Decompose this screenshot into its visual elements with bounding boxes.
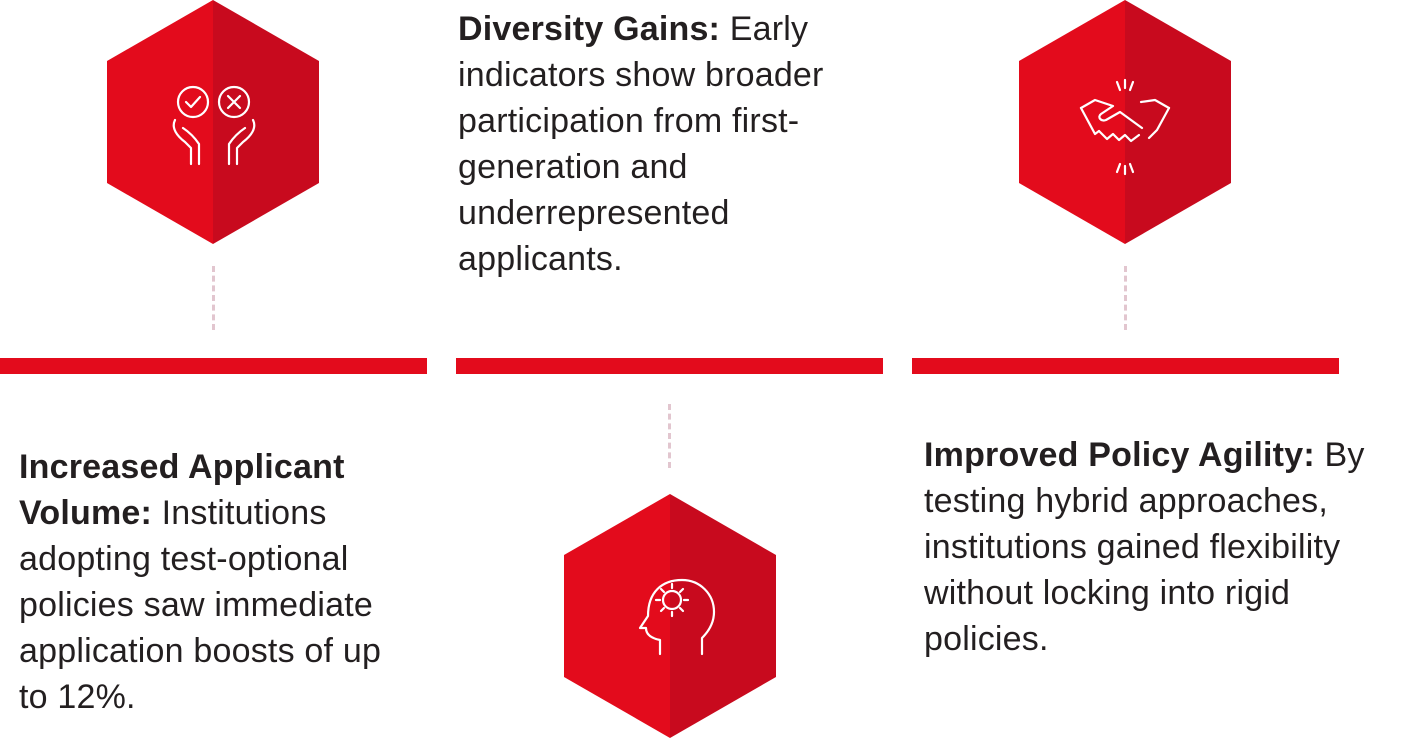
timeline-bar-2 (456, 358, 883, 374)
hands-check-cross-icon (172, 85, 256, 166)
heading-agility: Improved Policy Agility: (924, 436, 1315, 474)
hexagon-volume (107, 0, 319, 244)
connector-agility (1124, 266, 1127, 330)
hexagon-diversity (564, 494, 776, 738)
timeline-bar-1 (0, 358, 427, 374)
body-diversity: Early indicators show broader participat… (458, 10, 824, 278)
body-volume: Institutions adopting test-optional poli… (19, 494, 382, 716)
body-agility: By testing hybrid approaches, institutio… (924, 436, 1365, 658)
item-diversity: Diversity Gains: Early indicators show b… (458, 6, 830, 282)
timeline-bar-3 (912, 358, 1339, 374)
heading-diversity: Diversity Gains: (458, 10, 721, 48)
heading-volume: Increased Applicant Volume: (19, 448, 345, 532)
connector-diversity (668, 404, 671, 468)
hexagon-agility (1019, 0, 1231, 244)
head-gear-icon (638, 578, 716, 656)
item-agility: Improved Policy Agility: By testing hybr… (924, 432, 1394, 662)
connector-volume (212, 266, 215, 330)
item-volume: Increased Applicant Volume: Institutions… (19, 444, 407, 720)
handshake-icon (1079, 78, 1171, 176)
